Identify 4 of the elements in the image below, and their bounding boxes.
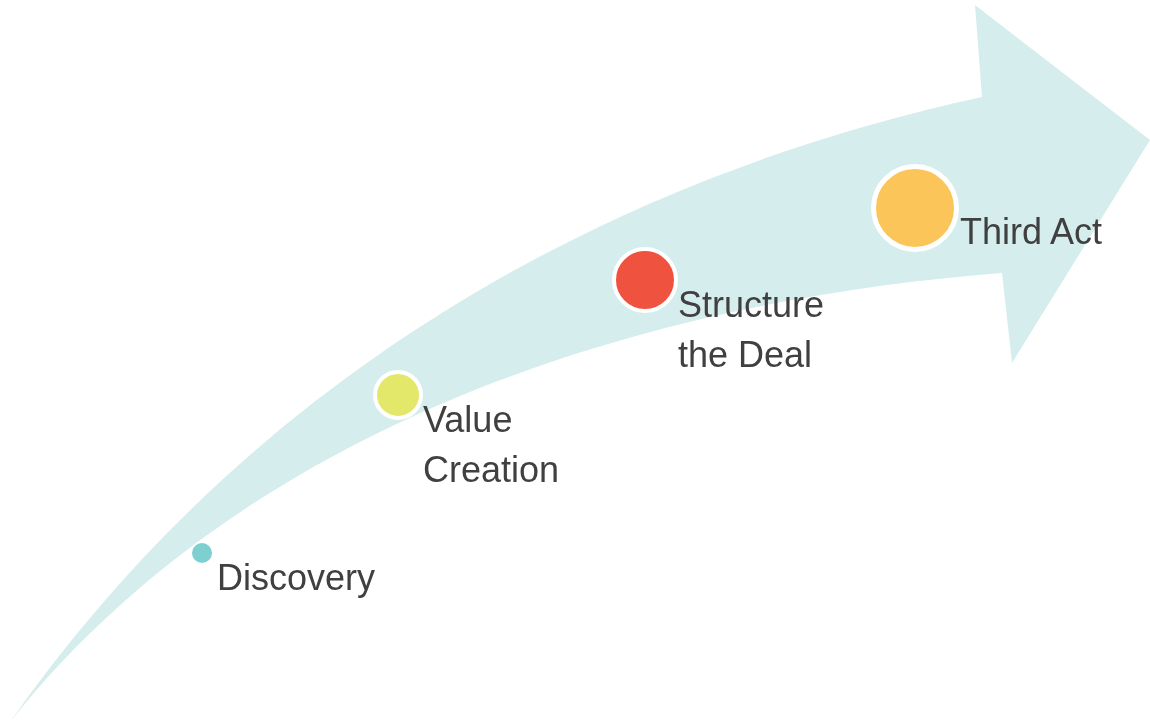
step-label: Third Act — [960, 210, 1103, 254]
step-label: Value Creation — [423, 398, 561, 492]
step-label: Discovery — [217, 556, 376, 600]
step-label: Structure the Deal — [678, 283, 826, 377]
